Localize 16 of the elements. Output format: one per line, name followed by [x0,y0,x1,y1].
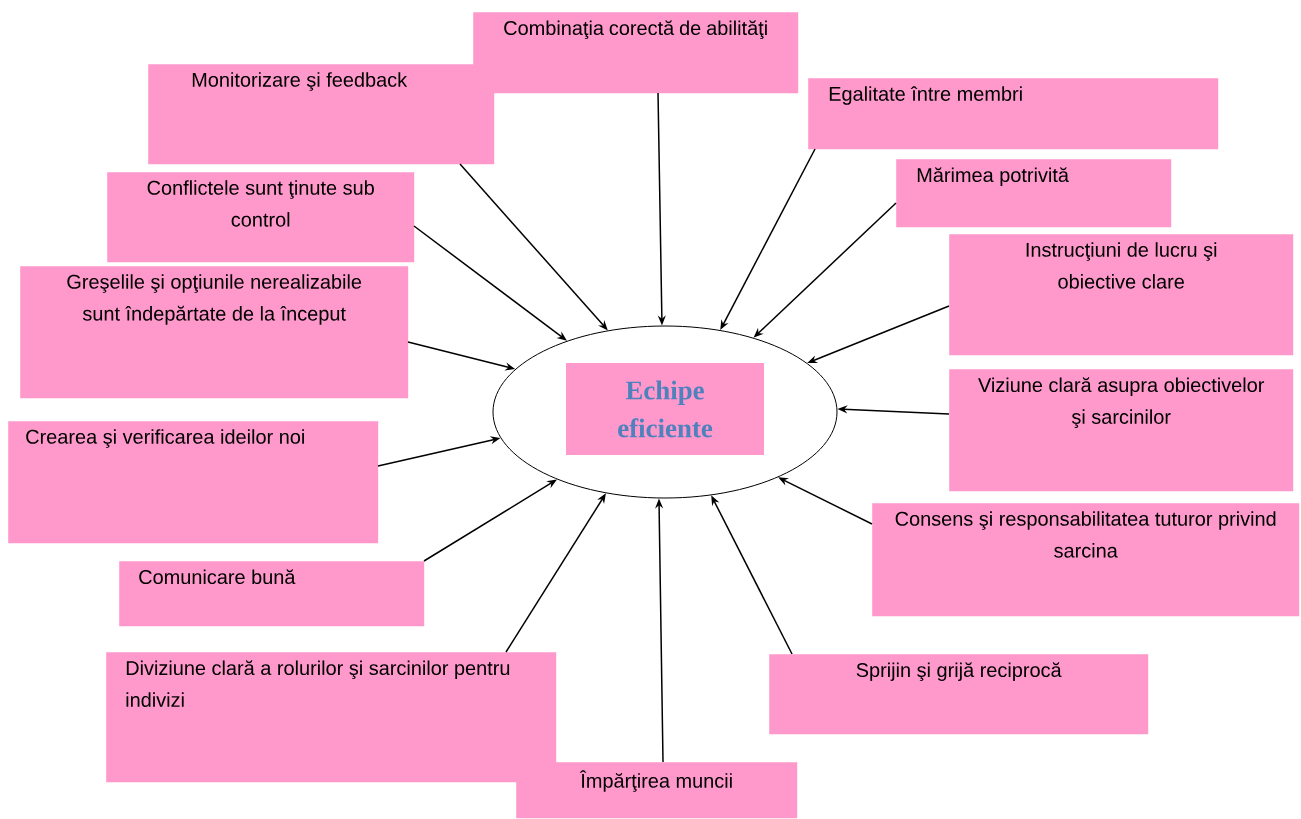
text-box: Consens şi responsabilitatea tuturor privind sarcina [872,503,1300,617]
text-box: Diviziune clară a rolurilor şi sarcinilor pentru indivizi [106,652,557,783]
text-box: Monitorizare şi feedback [148,64,495,165]
title-box: Echipe eficiente [566,363,764,455]
text-box: Sprijin şi grijă reciprocă [769,654,1149,735]
text-box: Egalitate între membri [808,78,1219,150]
text-box: Combinaţia corectă de abilităţi [473,12,799,94]
text-box: Conflictele sunt ţinute sub control [107,172,415,263]
arrow [413,225,567,341]
text-box: Comunicare bună [119,561,425,627]
text-box: Împărţirea muncii [516,762,798,819]
text-box: Mărimea potrivită [896,159,1172,228]
text-box: Instrucţiuni de lucru şi obiective clare [949,234,1294,356]
text-box: Crearea şi verificarea ideilor noi [8,421,379,544]
text-box: Viziune clară asupra obiectivelor şi sarcinilor [949,369,1294,492]
text-box: Greşelile şi opţiunile nerealizabile sunt îndepărtate de la început [20,266,409,399]
